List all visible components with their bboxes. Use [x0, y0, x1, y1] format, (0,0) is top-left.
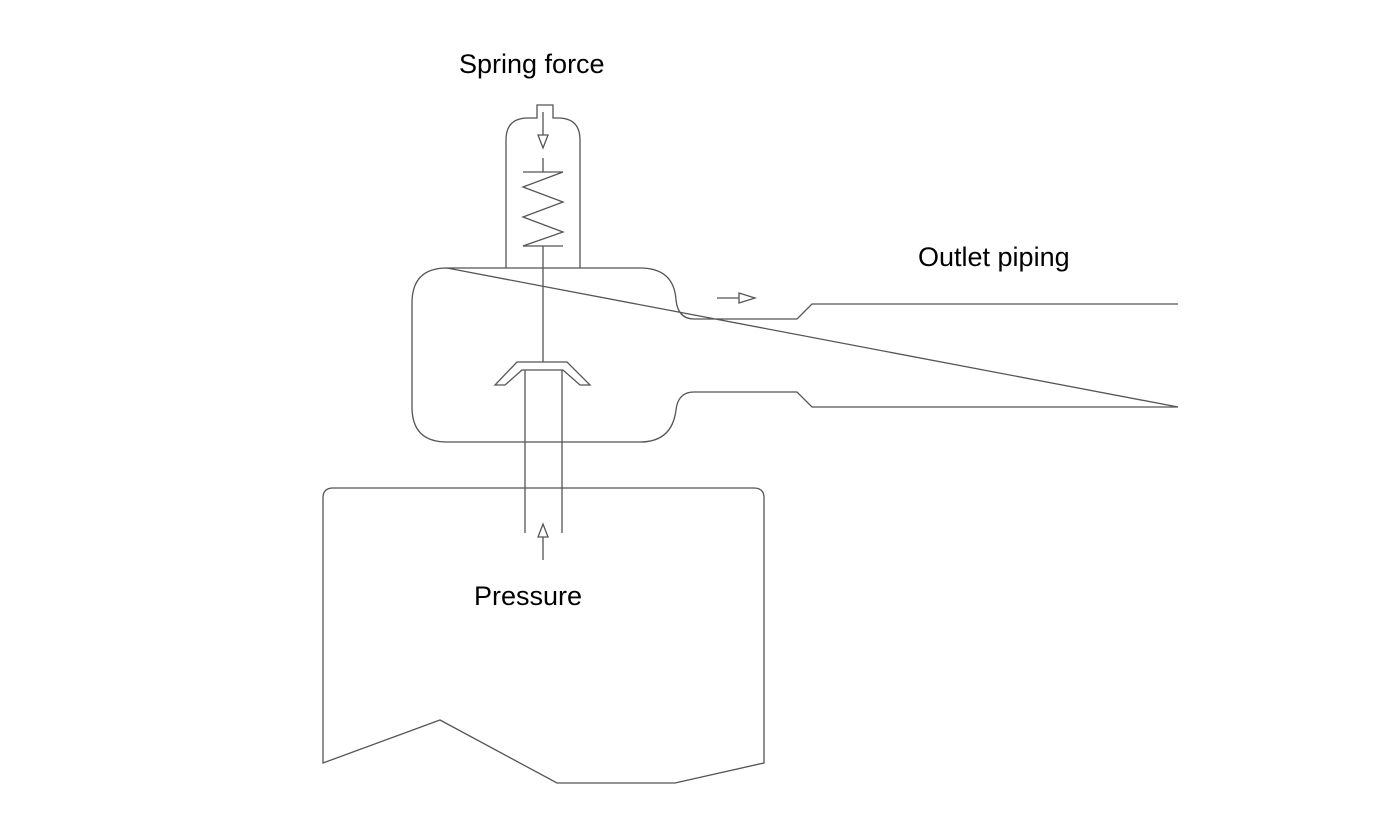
nozzle — [524, 370, 563, 533]
outlet-flow-arrow-icon — [717, 292, 758, 304]
spring-force-label: Spring force — [459, 49, 605, 79]
valve-disc — [493, 361, 592, 386]
bonnet — [505, 104, 581, 268]
pressure-vessel — [322, 487, 765, 784]
pressure-arrow-icon — [537, 522, 549, 560]
outlet-piping-label: Outlet piping — [918, 242, 1070, 272]
spring-force-arrow-icon — [537, 112, 549, 150]
valve-body — [411, 267, 1179, 443]
spring — [521, 171, 565, 247]
pressure-label: Pressure — [474, 581, 583, 611]
